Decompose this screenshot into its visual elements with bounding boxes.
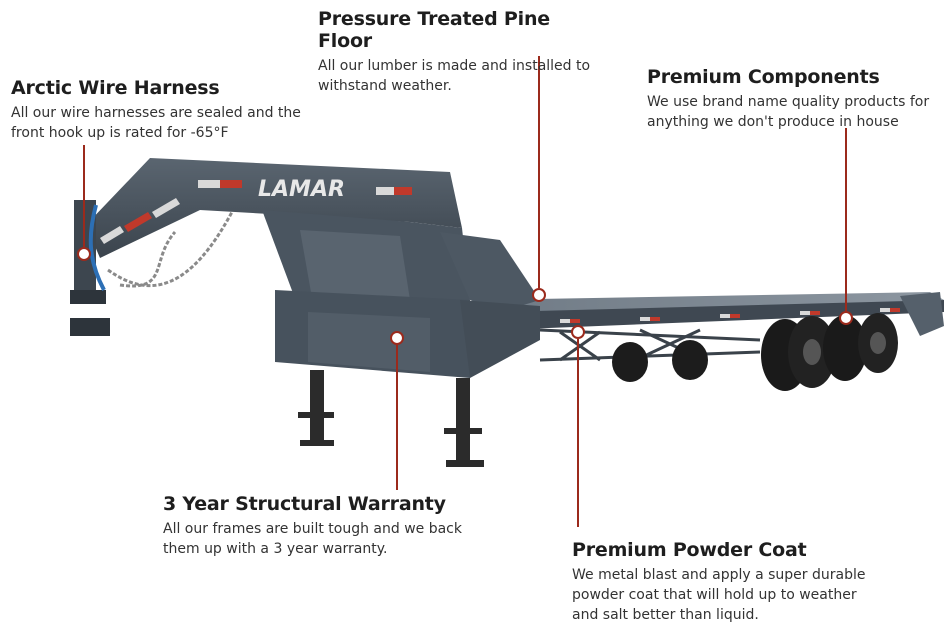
floor-description: All our lumber is made and installed to … — [318, 56, 608, 96]
warranty-title: 3 Year Structural Warranty — [163, 493, 446, 515]
harness-desc-line1: All our wire harnesses are sealed and th… — [11, 105, 301, 121]
landing-jacks — [298, 370, 484, 467]
floor-desc-line1: All our lumber is made and installed to — [318, 58, 591, 74]
neck-reflectors — [100, 180, 412, 244]
lamar-logo: LAMAR — [258, 177, 345, 202]
powder-callout: Premium Powder Coat We metal blast and a… — [572, 539, 872, 625]
powder-desc-line3: and salt better than liquid. — [572, 607, 759, 623]
components-callout: Premium Components We use brand name qua… — [647, 66, 947, 132]
powder-desc-line2: powder coat that will hold up to weather — [572, 587, 857, 603]
warranty-description: All our frames are built tough and we ba… — [163, 519, 473, 559]
components-desc-line1: We use brand name quality products for — [647, 94, 930, 110]
floor-marker — [532, 288, 546, 302]
warranty-desc-line2: them up with a 3 year warranty. — [163, 541, 388, 557]
warranty-callout: 3 Year Structural Warranty All our frame… — [163, 493, 473, 559]
warranty-desc-line1: All our frames are built tough and we ba… — [163, 521, 462, 537]
harness-description: All our wire harnesses are sealed and th… — [11, 103, 311, 143]
gooseneck-beam — [86, 158, 462, 258]
harness-desc-line2: front hook up is rated for -65°F — [11, 125, 229, 141]
warranty-marker — [390, 331, 404, 345]
floor-desc-line2: withstand weather. — [318, 78, 452, 94]
powder-desc-line1: We metal blast and apply a super durable — [572, 567, 866, 583]
components-description: We use brand name quality products for a… — [647, 92, 947, 132]
powder-marker — [571, 325, 585, 339]
components-marker — [839, 311, 853, 325]
front-beam — [460, 300, 540, 378]
floor-title: Pressure Treated Pine Floor — [318, 8, 550, 52]
components-desc-line2: anything we don't produce in house — [647, 114, 899, 130]
neck-slope — [440, 232, 540, 312]
safety-chain — [107, 211, 234, 288]
harness-marker — [77, 247, 91, 261]
harness-callout: Arctic Wire Harness All our wire harness… — [11, 77, 311, 143]
neck-opening — [300, 230, 410, 300]
toolbox-door — [308, 312, 430, 372]
axle-wheels — [612, 313, 898, 391]
powder-description: We metal blast and apply a super durable… — [572, 565, 872, 625]
rail-reflectors — [560, 308, 900, 323]
rear-ramps — [900, 292, 944, 336]
components-title: Premium Components — [647, 66, 880, 88]
floor-callout: Pressure Treated Pine Floor All our lumb… — [318, 8, 608, 96]
under-frame — [539, 328, 761, 362]
safety-chain-2 — [119, 231, 177, 288]
powder-title: Premium Powder Coat — [572, 539, 807, 561]
harness-title: Arctic Wire Harness — [11, 77, 220, 99]
